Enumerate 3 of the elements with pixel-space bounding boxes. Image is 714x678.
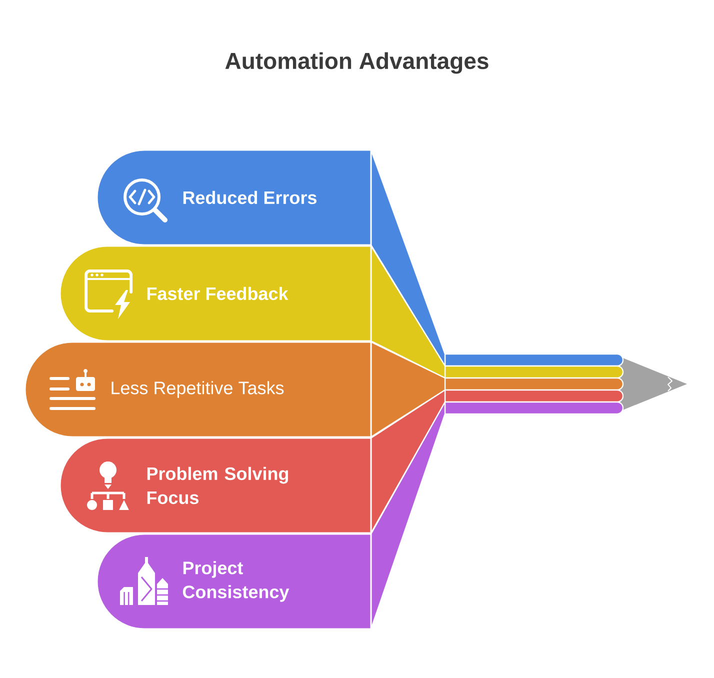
band: Project Consistency xyxy=(96,533,372,630)
band: Reduced Errors xyxy=(96,149,372,246)
title: Automation Advantages xyxy=(225,52,488,74)
